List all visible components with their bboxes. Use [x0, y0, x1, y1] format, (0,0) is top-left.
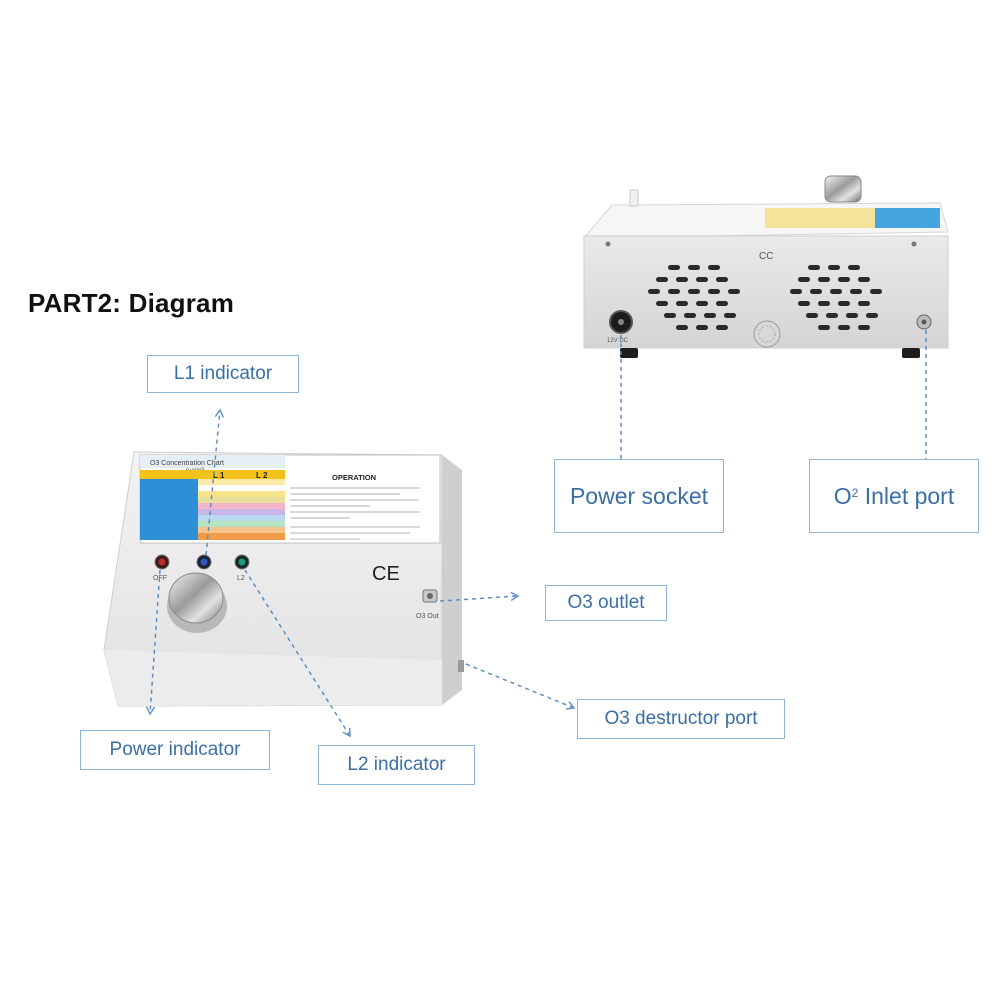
screw: [911, 241, 917, 247]
o3-out-label: O3 Out: [416, 613, 439, 620]
concentration-chart-sticker: O3 Concentration Chart (μg/ml) L 1 L 2: [139, 454, 441, 544]
ce-mark: CE: [372, 563, 400, 585]
back-device-knob: [824, 175, 862, 203]
front-device-bottom: [104, 650, 442, 706]
l2-indicator-label: L2 indicator: [318, 745, 475, 785]
chart-l2-header: [243, 470, 285, 479]
front-device-side: [442, 455, 462, 705]
l2-indicator-led-core: [238, 558, 246, 566]
device-foot: [620, 348, 638, 358]
o2-inlet-superscript: 2: [851, 486, 859, 500]
control-knob[interactable]: [168, 572, 224, 624]
operation-text-lines: [290, 487, 420, 540]
chart-row: [198, 491, 285, 497]
o3-destructor-port: [458, 660, 464, 672]
chart-l1-header: [198, 470, 243, 479]
power-socket-pin: [618, 319, 624, 325]
chart-rows: [198, 479, 285, 540]
front-device: O3 Concentration Chart (μg/ml) L 1 L 2: [103, 451, 464, 707]
leader-power-indicator: [145, 569, 161, 716]
leader-o3-destructor: [465, 663, 576, 710]
chart-flow-column: [140, 470, 198, 540]
dc-label: 12V DC: [607, 338, 629, 344]
o3-destructor-port-label: O3 destructor port: [577, 699, 785, 739]
sticker-title-bar: [140, 455, 285, 468]
chart-row: [198, 527, 285, 533]
o3-outlet-label: O3 outlet: [545, 585, 667, 621]
l2-label: L2: [237, 575, 245, 582]
o3-outlet-hole: [427, 593, 433, 599]
back-device: CC 12V DC: [582, 175, 949, 358]
o2-inlet-hole: [921, 319, 927, 325]
l1-indicator-led-core: [200, 558, 208, 566]
rear-round-grille-ring: [758, 325, 776, 343]
back-mark: CC: [759, 251, 773, 262]
chart-row: [198, 479, 285, 485]
chart-row: [198, 509, 285, 515]
o2-inlet-text: Inlet port: [858, 482, 955, 509]
leader-o3-outlet: [439, 591, 520, 602]
leader-lines: [145, 330, 927, 738]
vent-grille-right: [790, 265, 882, 330]
rear-round-grille: [753, 320, 781, 348]
chart-row: [198, 521, 285, 527]
chart-row: [198, 503, 285, 509]
chart-row: [198, 497, 285, 503]
power-indicator-label: Power indicator: [80, 730, 270, 770]
power-socket-label: Power socket: [554, 459, 724, 533]
leader-l1: [205, 408, 224, 556]
chart-title: O3 Concentration Chart: [150, 460, 224, 467]
vent-grille-left: [648, 265, 740, 330]
page-heading: PART2: Diagram: [28, 288, 235, 318]
chart-flow-header: [140, 470, 198, 479]
leader-l2: [244, 569, 351, 738]
chart-row: [198, 515, 285, 521]
screw: [605, 241, 611, 247]
chart-row: [198, 485, 285, 491]
chart-col-l1: L 1: [213, 471, 225, 480]
operation-title: OPERATION: [332, 473, 376, 482]
chart-row: [198, 533, 285, 540]
l1-indicator-label: L1 indicator: [147, 355, 299, 393]
back-device-post: [629, 189, 639, 207]
back-device-top-sticker-blue: [875, 208, 940, 228]
o2-inlet-o: O: [833, 482, 852, 509]
power-indicator-led-core: [158, 558, 166, 566]
device-foot: [902, 348, 920, 358]
chart-col-l2: L 2: [256, 471, 268, 480]
